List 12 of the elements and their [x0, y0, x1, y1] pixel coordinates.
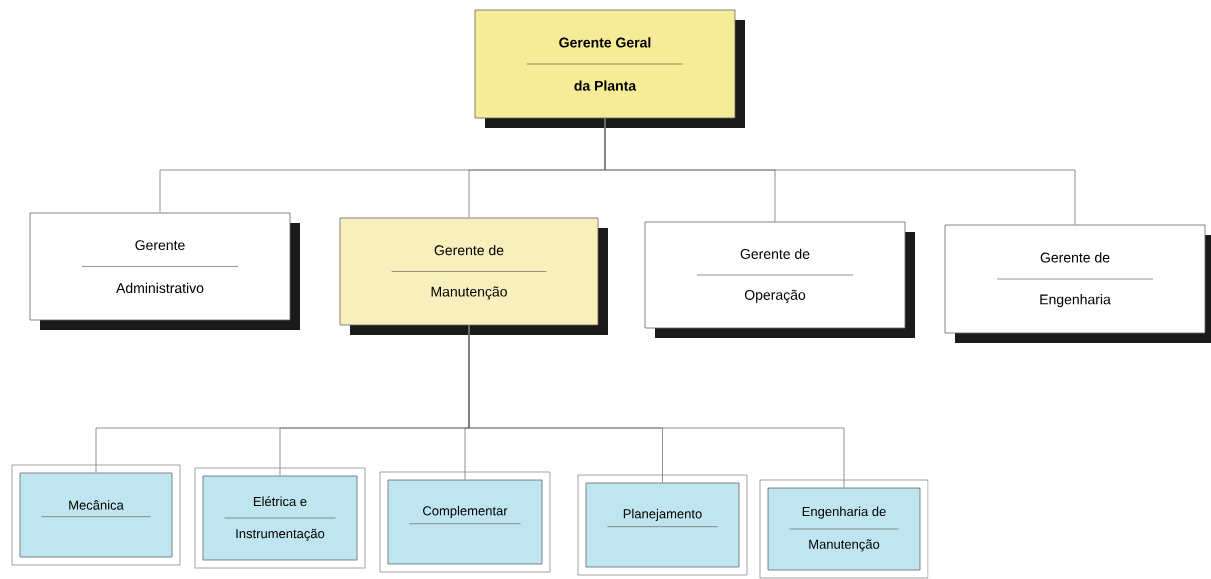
section-box: Planejamento — [577, 474, 748, 576]
connector-line — [468, 325, 845, 488]
section-box: Engenharia de Manutenção — [759, 479, 929, 579]
org-box: Gerente de Manutenção — [339, 217, 608, 335]
section-box: Elétrica e Instrumentação — [194, 467, 366, 569]
org-box: Gerente de Operação — [644, 221, 915, 338]
org-box: Gerente Geral da Planta — [474, 9, 745, 128]
section-box: Complementar — [379, 471, 551, 573]
org-box: Gerente de Engenharia — [944, 224, 1211, 343]
section-box: Mecânica — [11, 464, 181, 566]
connector-line — [604, 118, 1076, 225]
org-box: Gerente Administrativo — [29, 212, 300, 330]
